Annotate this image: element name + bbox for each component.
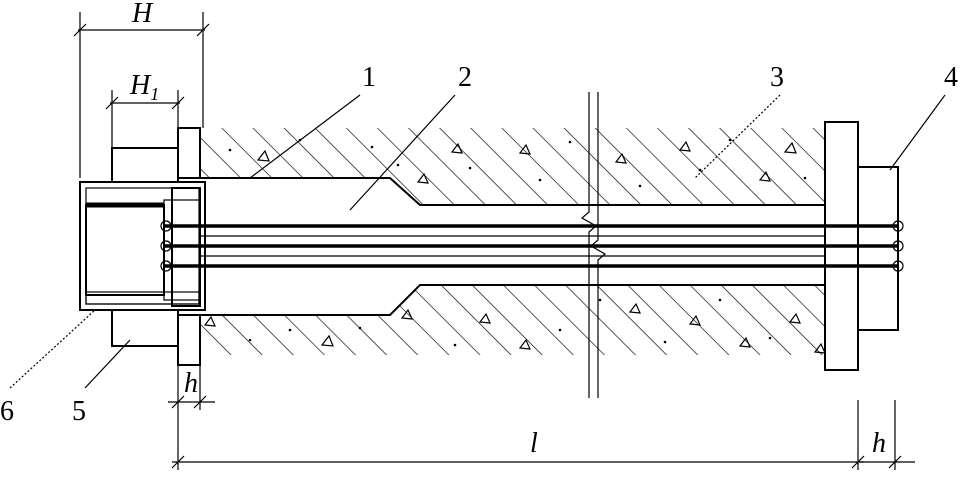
- leader-4: [889, 94, 946, 171]
- leader-2: [349, 94, 456, 211]
- dim-label-H1: H1: [129, 70, 159, 104]
- label-4: 4: [944, 62, 958, 93]
- label-5: 5: [72, 396, 86, 427]
- leader-6: [9, 309, 96, 389]
- dimension-H1: [105, 90, 185, 148]
- label-6: 6: [0, 396, 14, 427]
- dimension-H: [73, 12, 210, 178]
- dimension-h-right: [858, 400, 915, 470]
- right-strand-loops: [892, 220, 904, 272]
- leader-1: [249, 94, 361, 179]
- dim-label-H: H: [131, 0, 154, 29]
- concrete-bottom-region: [200, 285, 825, 355]
- leader-lines: [9, 94, 946, 389]
- dimension-l: [171, 400, 865, 470]
- label-2: 2: [458, 62, 472, 93]
- tendon-strands: [165, 224, 898, 268]
- leader-5: [84, 339, 131, 389]
- left-strand-loops: [160, 220, 172, 272]
- label-3: 3: [770, 62, 784, 93]
- dimension-h-left: [168, 365, 215, 470]
- break-line: [580, 92, 607, 398]
- dim-label-h-left: h: [184, 368, 198, 399]
- left-jack-body: [79, 181, 206, 311]
- label-1: 1: [362, 62, 376, 93]
- right-anchor-head: [857, 166, 899, 331]
- dim-label-h-right: h: [872, 428, 886, 459]
- dim-label-l: l: [530, 428, 538, 459]
- duct-outline: [200, 177, 825, 316]
- aggregate-marks: [203, 140, 826, 354]
